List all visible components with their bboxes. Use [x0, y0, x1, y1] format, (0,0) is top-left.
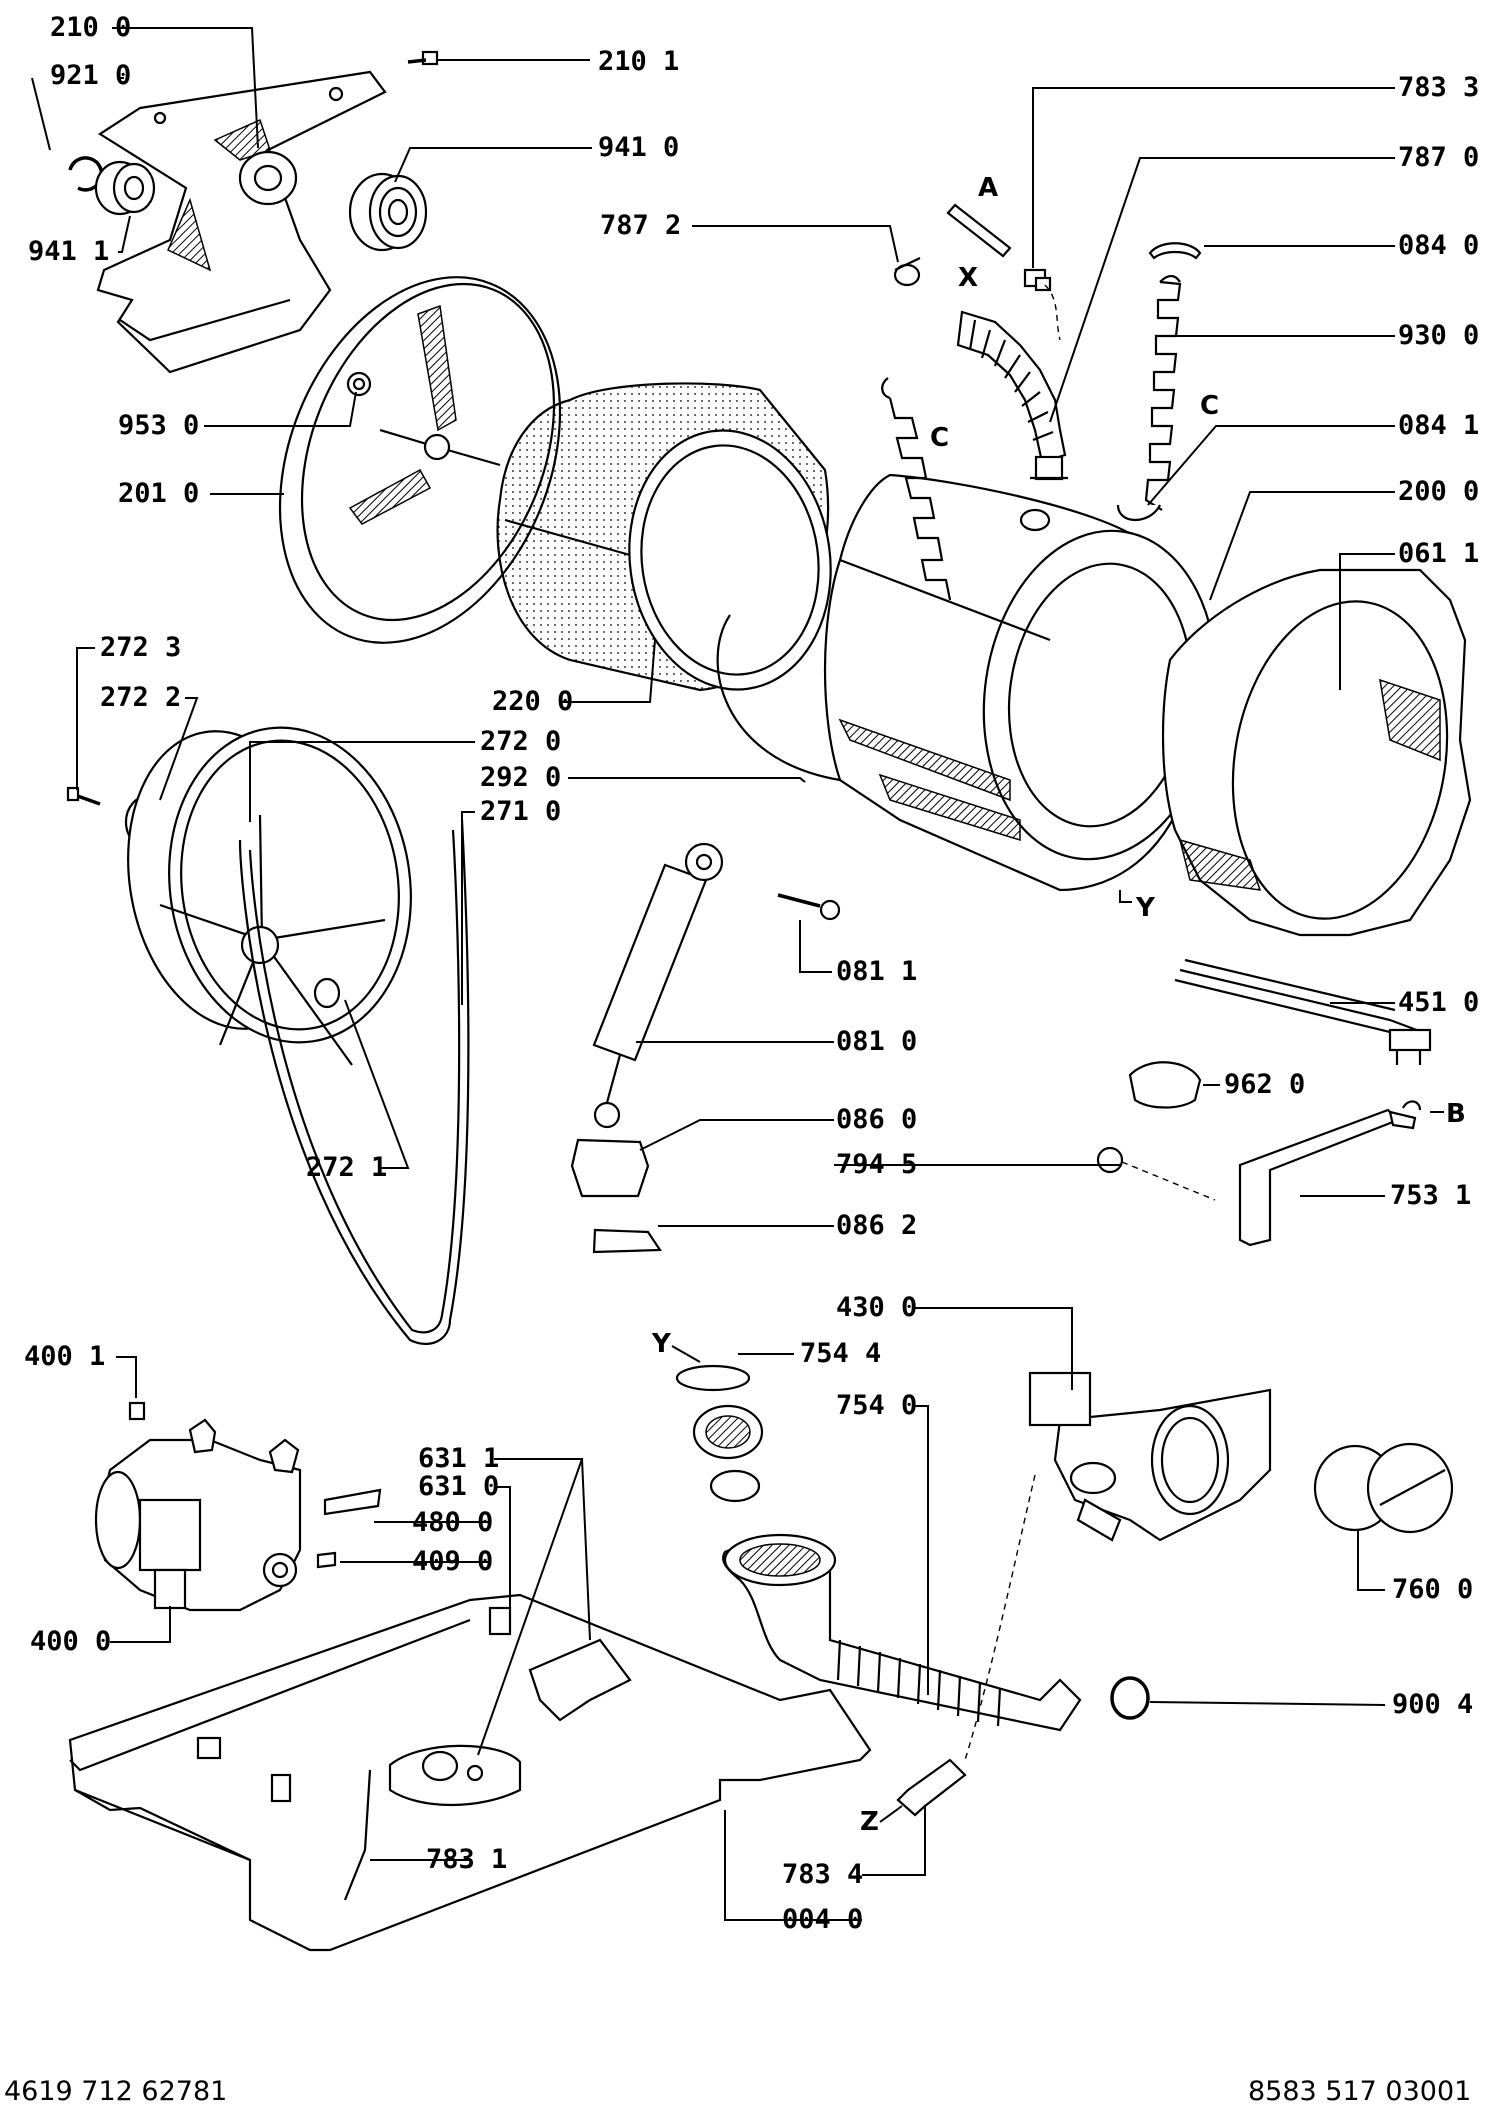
letter-z: Z: [860, 1807, 879, 1837]
filter-drawing: [1313, 1442, 1454, 1534]
hose-783-4-drawing: [896, 1758, 967, 1817]
pump-housing-drawing: [1028, 1371, 1272, 1542]
letter-y-seal: Y: [651, 1329, 672, 1359]
label-480-0: 480 0: [412, 1507, 493, 1538]
label-272-0: 272 0: [480, 726, 561, 757]
label-787-2: 787 2: [600, 210, 681, 241]
letter-a: A: [978, 173, 998, 203]
base-plate-drawing: [68, 1593, 872, 1952]
letter-b: B: [1446, 1099, 1466, 1129]
label-292-0: 292 0: [480, 762, 561, 793]
label-201-0: 201 0: [118, 478, 199, 509]
label-953-0: 953 0: [118, 410, 199, 441]
connector-409-0-drawing: [316, 1551, 337, 1569]
label-631-1: 631 1: [418, 1443, 499, 1474]
label-754-4: 754 4: [800, 1338, 881, 1369]
leader-lines: [31, 27, 1395, 1921]
label-962-0: 962 0: [1224, 1069, 1305, 1100]
bearing-small-drawing: [94, 160, 156, 216]
label-754-0: 754 0: [836, 1390, 917, 1421]
footer-left-code: 4619 712 62781: [4, 2076, 227, 2107]
label-451-0: 451 0: [1398, 987, 1479, 1018]
label-787-0: 787 0: [1398, 142, 1479, 173]
label-760-0: 760 0: [1392, 1574, 1473, 1605]
cap-962-0-drawing: [1128, 1061, 1202, 1109]
label-210-0: 210 0: [50, 12, 131, 43]
label-061-1: 061 1: [1398, 538, 1479, 569]
label-794-5: 794 5: [836, 1149, 917, 1180]
bolt-081-1-drawing: [777, 893, 841, 921]
heater-drawing: [1174, 958, 1432, 1065]
bearing-large-drawing: [348, 172, 428, 252]
label-272-1: 272 1: [306, 1152, 387, 1183]
letter-c-spring: C: [1200, 391, 1219, 421]
label-753-1: 753 1: [1390, 1180, 1471, 1211]
bracket-086-0-drawing: [570, 1138, 650, 1198]
springs-drawing: [881, 242, 1202, 601]
rear-drum-panel-drawing: [278, 276, 562, 644]
tube-783-3-drawing: [1023, 268, 1061, 341]
clamp-787-2-drawing: [893, 257, 921, 287]
filler-hose-drawing: [956, 310, 1068, 481]
clamp-900-4-drawing: [1110, 1676, 1150, 1720]
shock-absorber-drawing: [592, 842, 724, 1129]
label-272-2: 272 2: [100, 682, 181, 713]
label-409-0: 409 0: [412, 1546, 493, 1577]
label-930-0: 930 0: [1398, 320, 1479, 351]
pulley-screw-drawing: [66, 786, 101, 806]
label-200-0: 200 0: [1398, 476, 1479, 507]
footer-right-code: 8583 517 03001: [1248, 2076, 1471, 2107]
label-941-0: 941 0: [598, 132, 679, 163]
label-084-1: 084 1: [1398, 410, 1479, 441]
label-271-0: 271 0: [480, 796, 561, 827]
label-081-0: 081 0: [836, 1026, 917, 1057]
label-210-1: 210 1: [598, 46, 679, 77]
label-941-1: 941 1: [28, 236, 109, 267]
label-086-2: 086 2: [836, 1210, 917, 1241]
connector-480-0-drawing: [323, 1488, 382, 1516]
belt-drawing: [238, 819, 470, 1345]
bracket-086-2-drawing: [592, 1228, 663, 1254]
label-631-0: 631 0: [418, 1471, 499, 1502]
front-frame-drawing: [1161, 568, 1472, 937]
motor-drawing: [94, 1401, 302, 1612]
pulley-drawing: [127, 726, 412, 1066]
tub-drawing: [716, 473, 1218, 892]
bracket-753-1-drawing: [1238, 1100, 1422, 1247]
label-086-0: 086 0: [836, 1104, 917, 1135]
label-400-1: 400 1: [24, 1341, 105, 1372]
label-004-0: 004 0: [782, 1904, 863, 1935]
label-900-4: 900 4: [1392, 1689, 1473, 1720]
label-272-3: 272 3: [100, 632, 181, 663]
label-783-1: 783 1: [426, 1844, 507, 1875]
label-430-0: 430 0: [836, 1292, 917, 1323]
label-220-0: 220 0: [492, 686, 573, 717]
circlip-drawing: [68, 156, 104, 192]
letter-c-hose: C: [930, 423, 949, 453]
label-783-4: 783 4: [782, 1859, 863, 1890]
label-400-0: 400 0: [30, 1626, 111, 1657]
label-084-0: 084 0: [1398, 230, 1479, 261]
sump-hose-drawing: [675, 1364, 1082, 1732]
pin-a-drawing: [946, 203, 1012, 258]
part-794-5-drawing: [1096, 1146, 1124, 1174]
drum-drawing: [496, 382, 832, 692]
letter-y-tub: Y: [1135, 893, 1156, 923]
label-081-1: 081 1: [836, 956, 917, 987]
label-783-3: 783 3: [1398, 72, 1479, 103]
screw-drawing: [407, 50, 439, 66]
letter-x: X: [958, 263, 978, 293]
label-921-0: 921 0: [50, 60, 131, 91]
drum-spider-drawing: [96, 70, 387, 374]
